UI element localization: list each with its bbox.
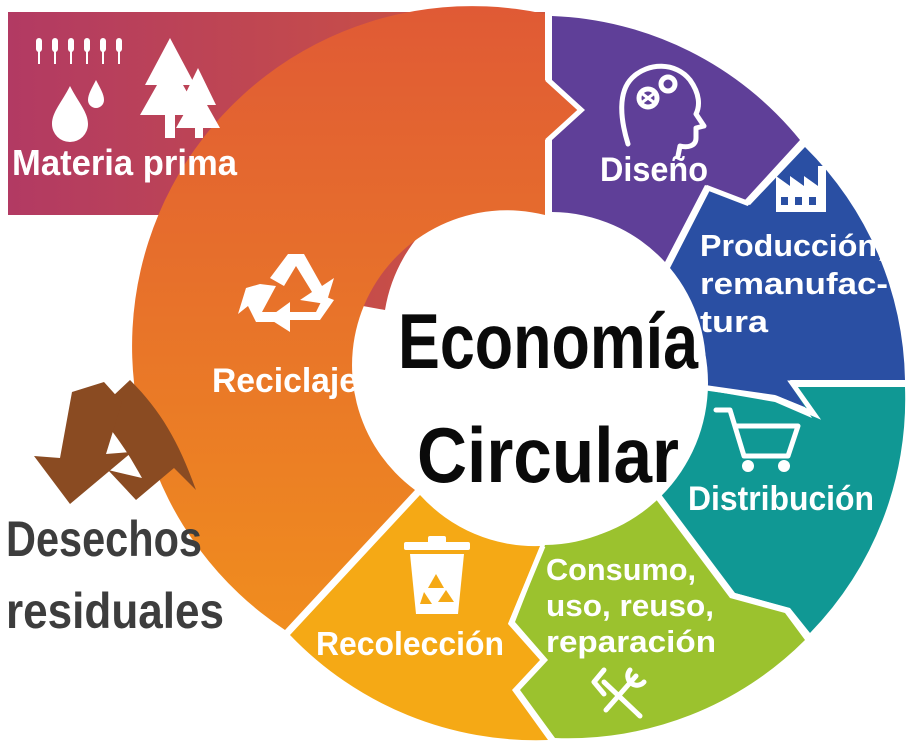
down-arrow-icon: [34, 380, 196, 504]
head-gears-icon: [619, 63, 707, 159]
label-consumo-line1: Consumo,: [546, 552, 696, 587]
label-distribucion: Distribución: [688, 480, 874, 518]
segment-diseno: [552, 16, 800, 262]
label-produccion-line3: tura: [700, 304, 769, 339]
label-consumo-line3: reparación: [546, 624, 716, 659]
raw-materials-icon: [36, 38, 220, 142]
center-circle: [388, 223, 708, 543]
label-produccion-line2: remanufac-: [700, 266, 888, 301]
tools-icon: [591, 667, 647, 719]
label-reciclaje: Reciclaje: [212, 362, 358, 400]
label-recoleccion: Recolección: [316, 625, 504, 662]
label-consumo-line2: uso, reuso,: [546, 588, 714, 623]
center-title-line2: Circular: [417, 411, 679, 499]
segment-reciclaje: [132, 6, 578, 630]
center-title-line1: Economía: [398, 297, 698, 385]
label-desechos-line2: residuales: [6, 583, 224, 639]
recycle-icon: [238, 254, 334, 332]
segment-produccion: [670, 147, 905, 410]
label-produccion-line1: Producción,: [700, 228, 886, 263]
label-diseno: Diseño: [600, 151, 708, 189]
shopping-cart-icon: [713, 407, 801, 472]
segment-distribucion: [660, 387, 906, 633]
segment-recoleccion: [290, 495, 548, 741]
factory-icon: [776, 166, 826, 212]
label-materia-prima: Materia prima: [12, 142, 238, 183]
label-desechos-line1: Desechos: [6, 511, 202, 567]
recycle-bin-icon: [404, 536, 470, 614]
segment-dividers: [286, 14, 906, 742]
segment-consumo: [515, 498, 805, 739]
